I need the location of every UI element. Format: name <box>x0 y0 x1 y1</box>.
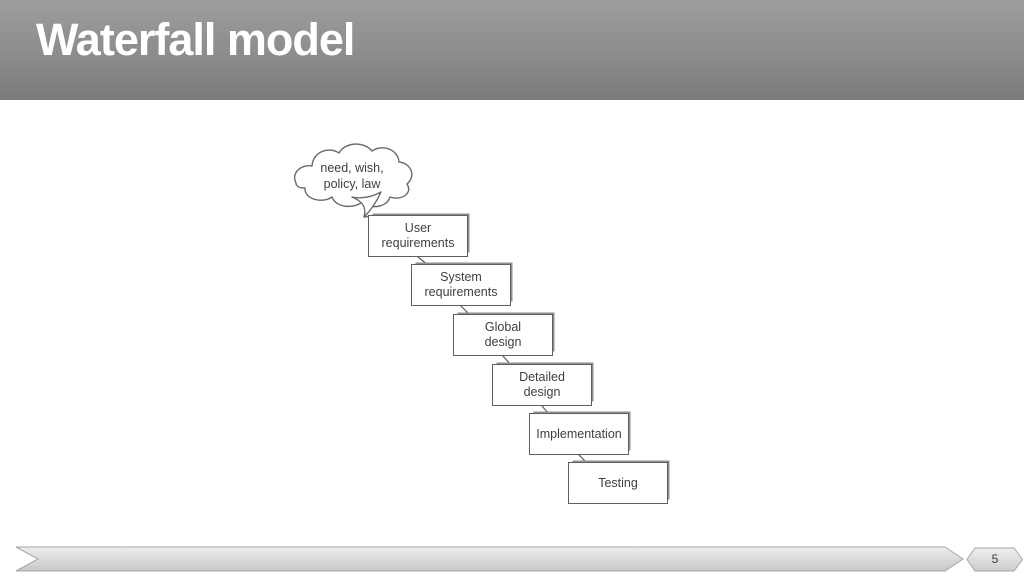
stage-label-line1: Global <box>484 320 522 334</box>
stage-box-testing: Testing <box>568 462 668 504</box>
cloud-tail <box>351 191 382 218</box>
stage-label-line1: Testing <box>598 475 638 490</box>
stage-label-line2: requirements <box>424 285 498 299</box>
cloud-text: need, wish, policy, law <box>296 161 408 192</box>
cloud-outline <box>294 143 413 208</box>
slide-title: Waterfall model <box>36 14 355 65</box>
stage-box-implementation: Implementation <box>529 413 629 455</box>
cloud-shape <box>294 143 413 218</box>
stage-label-line1: User <box>404 221 432 235</box>
page-number: 5 <box>991 552 999 566</box>
cloud-text-line2: policy, law <box>323 176 381 191</box>
stage-label-line1: Detailed <box>519 370 565 384</box>
stage-box-user-requirements: User requirements <box>368 215 468 257</box>
stage-box-detailed-design: Detailed design <box>492 364 592 406</box>
stage-label-line1: Implementation <box>536 426 622 441</box>
cloud-text-line1: need, wish, <box>320 161 384 175</box>
footer-ribbon <box>15 546 1024 572</box>
stage-box-global-design: Global design <box>453 314 553 356</box>
page-number-badge-shape <box>966 547 1024 572</box>
slide-header: Waterfall model <box>0 0 1024 100</box>
stage-label-line1: System <box>440 270 482 284</box>
stage-label-line2: requirements <box>381 236 455 250</box>
stage-label-line2: design <box>484 335 522 349</box>
stage-box-system-requirements: System requirements <box>411 264 511 306</box>
stage-label-line2: design <box>523 385 561 399</box>
footer-ribbon-shape <box>15 546 964 572</box>
